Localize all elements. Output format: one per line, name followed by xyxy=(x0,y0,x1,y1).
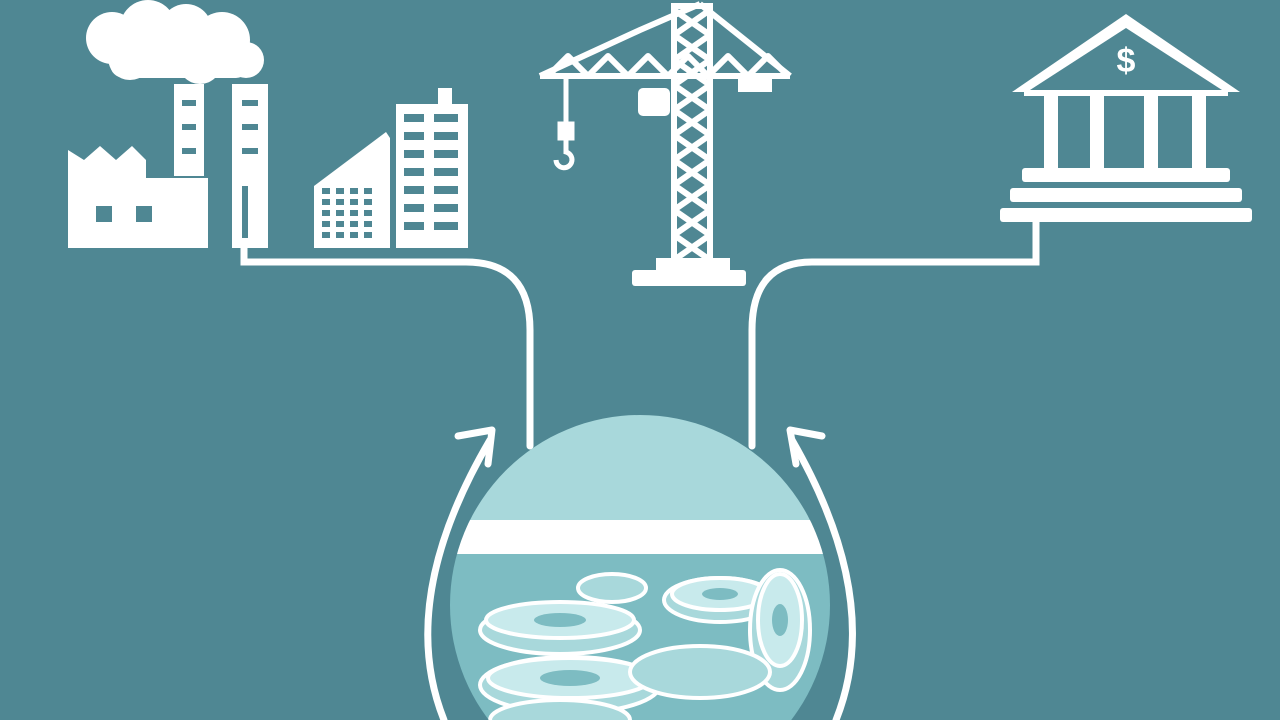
building-window xyxy=(336,232,344,238)
building-window xyxy=(404,168,424,176)
bank-pediment xyxy=(1030,28,1222,90)
building-window xyxy=(364,199,372,205)
bank-column xyxy=(1192,96,1206,168)
building-window xyxy=(350,232,358,238)
building-antenna xyxy=(438,88,452,106)
building-window xyxy=(350,221,358,227)
flow-line-right xyxy=(748,218,1040,450)
building-window xyxy=(404,204,424,212)
building-window xyxy=(364,232,372,238)
crane-hook xyxy=(553,78,575,171)
building-window xyxy=(322,199,330,205)
building-window xyxy=(336,199,344,205)
building-window xyxy=(404,114,424,122)
smoke-cloud xyxy=(86,0,264,84)
building-windows xyxy=(322,114,458,238)
factory-building xyxy=(68,146,208,248)
building-window xyxy=(364,221,372,227)
construction-crane-icon xyxy=(538,1,792,286)
building-window xyxy=(434,168,458,176)
flow-lines xyxy=(240,218,1040,450)
bank-column xyxy=(1144,96,1158,168)
building-window xyxy=(350,199,358,205)
crane-cab xyxy=(638,88,670,116)
cycle-arrows xyxy=(424,436,856,720)
building-window xyxy=(434,222,458,230)
building-window xyxy=(364,188,372,194)
building-window xyxy=(364,210,372,216)
building-window xyxy=(434,114,458,122)
building-window xyxy=(322,210,330,216)
building-window xyxy=(404,222,424,230)
arrowhead-right xyxy=(786,426,826,468)
building-window xyxy=(322,221,330,227)
money-pool-icon xyxy=(450,415,830,720)
building-window xyxy=(404,186,424,194)
building-window xyxy=(404,150,424,158)
factory-icon xyxy=(68,0,268,248)
money-detail xyxy=(534,588,788,686)
chimney xyxy=(232,84,268,248)
bank-dollar-sign: $ xyxy=(1117,42,1136,80)
cycle-arrow-left xyxy=(424,436,494,720)
arrowhead-left xyxy=(454,426,496,468)
building-window xyxy=(404,132,424,140)
bank-column xyxy=(1090,96,1104,168)
building-window xyxy=(322,188,330,194)
building-window xyxy=(434,204,458,212)
building-window xyxy=(350,210,358,216)
bank-column xyxy=(1044,96,1058,168)
building-window xyxy=(434,150,458,158)
building-window xyxy=(434,132,458,140)
building-window xyxy=(336,188,344,194)
building-window xyxy=(350,188,358,194)
cycle-arrow-right xyxy=(788,436,856,720)
building-window xyxy=(336,221,344,227)
building-window xyxy=(336,210,344,216)
factory-details xyxy=(96,100,258,238)
building-window xyxy=(322,232,330,238)
building-window xyxy=(434,186,458,194)
flow-line-left xyxy=(240,244,534,450)
